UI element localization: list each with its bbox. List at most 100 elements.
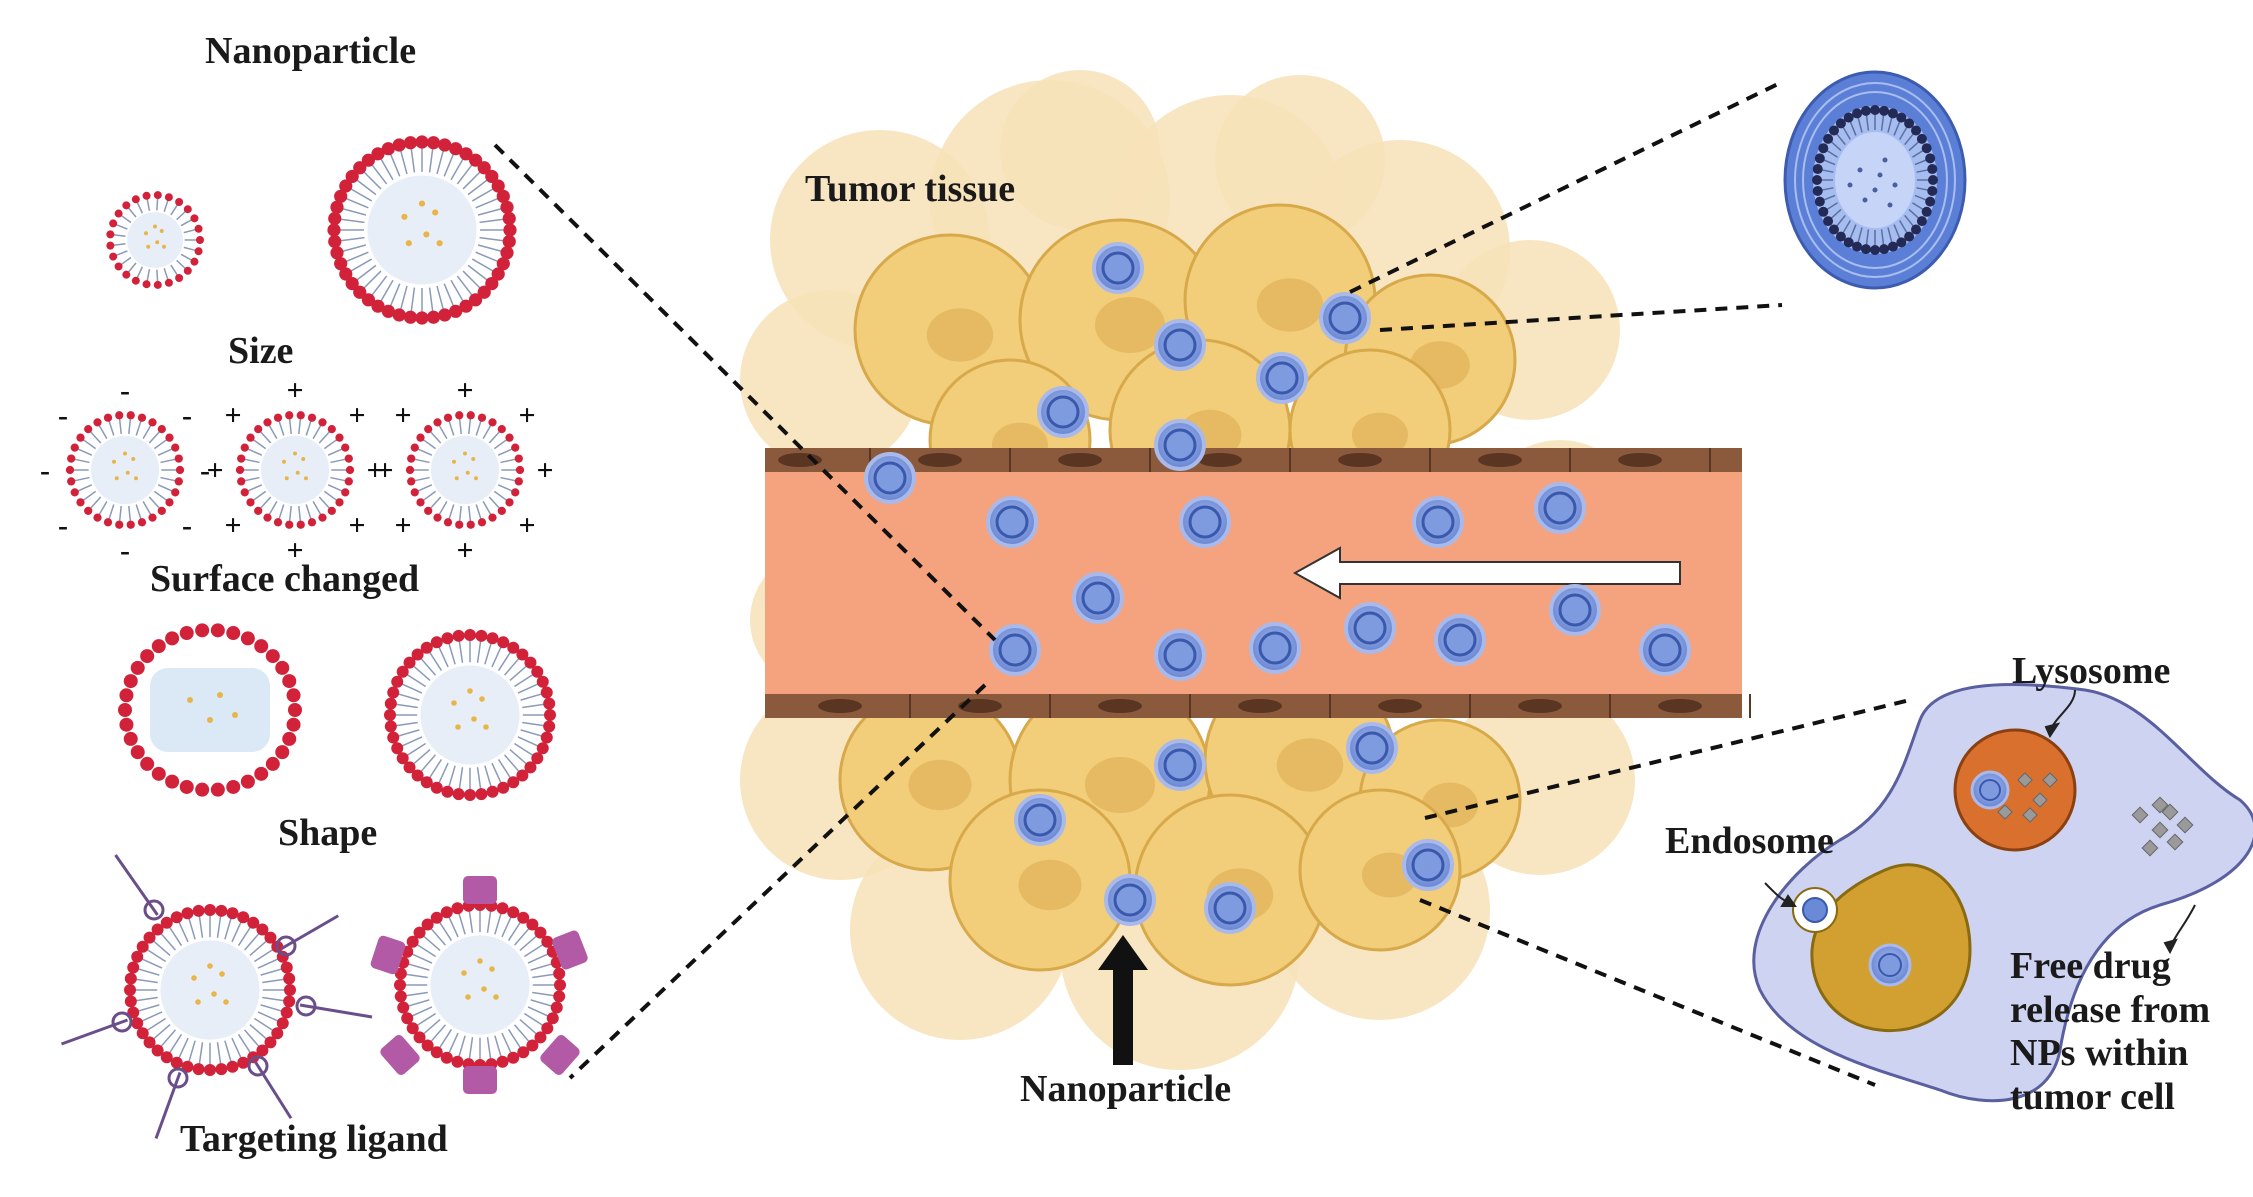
micelle-bead	[1843, 112, 1854, 123]
micelle-bead	[1921, 143, 1932, 154]
micelle-bead	[1818, 143, 1829, 154]
micelle-bead	[1812, 185, 1823, 196]
nanoparticle-properties: --------++++++++++++++++	[40, 135, 588, 1140]
blood-flow-arrow	[1292, 546, 1681, 600]
connector-lines	[493, 80, 1911, 1087]
charge-sign: +	[286, 374, 303, 407]
tumor-tissue-label: Tumor tissue	[805, 168, 1016, 210]
endothelial-cell	[1658, 699, 1702, 713]
drug-release-line: tumor cell	[2010, 1076, 2175, 1119]
nanoparticle-core	[1543, 491, 1577, 525]
endothelial-cell	[818, 699, 862, 713]
charge-sign: +	[206, 454, 223, 487]
micelle-zoom	[1783, 70, 1967, 290]
endothelial-cell	[1198, 453, 1242, 467]
liposome	[65, 411, 185, 529]
nanoparticle-title: Nanoparticle	[205, 30, 417, 72]
drug-release-line: Free drug	[2010, 945, 2171, 987]
nanoparticle-core	[1163, 428, 1197, 462]
micelle-bead	[1925, 153, 1936, 164]
charge-sign: +	[286, 534, 303, 567]
drug-molecule	[2032, 792, 2048, 808]
charge-sign: -	[120, 374, 130, 407]
nanoparticle-core	[1353, 611, 1387, 645]
lysosome	[1953, 728, 2077, 852]
charge-sign: +	[394, 509, 411, 542]
micelle-bead	[1860, 244, 1871, 255]
nanoparticle-core	[1101, 251, 1135, 285]
ligand	[540, 1035, 580, 1075]
nanoparticle-core	[1163, 328, 1197, 362]
nanoparticle-core	[1113, 883, 1147, 917]
nanoparticle-core	[1411, 848, 1445, 882]
liposome	[106, 191, 204, 289]
cell-nucleus	[1085, 757, 1155, 813]
shape-label: Shape	[278, 812, 378, 854]
endothelial-cell	[1338, 453, 1382, 467]
cell-nucleus	[1276, 738, 1344, 792]
nanoparticle-core	[1443, 623, 1477, 657]
micelle-bead	[1928, 175, 1938, 185]
charge-sign: +	[456, 534, 473, 567]
liposome	[384, 629, 556, 801]
charge-sign: -	[40, 454, 50, 487]
micelle-bead	[1887, 241, 1898, 252]
nanoparticle-core	[995, 505, 1029, 539]
cell-nucleus	[1352, 412, 1408, 458]
nanoparticle-core	[1046, 395, 1080, 429]
cell-nucleus	[1018, 859, 1082, 911]
micelle-bead	[1916, 133, 1927, 144]
tumor-cell-zoom	[1752, 682, 2253, 1103]
micelle-bead	[1879, 244, 1890, 255]
charge-sign: +	[348, 509, 365, 542]
charge-sign: +	[376, 454, 393, 487]
charge-sign: +	[536, 454, 553, 487]
micelle-bead	[1896, 237, 1907, 248]
micelle-bead	[1927, 164, 1938, 175]
liposome	[394, 899, 566, 1071]
nanoparticle-core	[1421, 505, 1455, 539]
drug-molecule	[2042, 772, 2058, 788]
micelle-bead	[1823, 216, 1834, 227]
drug-release-label: Free drug release from NPs within tumor …	[2010, 945, 2210, 1120]
micelle-bead	[1835, 118, 1846, 129]
liposome	[124, 904, 296, 1076]
charge-sign: +	[224, 509, 241, 542]
drug-molecule	[2151, 796, 2169, 814]
ligand	[114, 854, 159, 916]
charge-sign: +	[394, 399, 411, 432]
ligand	[370, 935, 406, 975]
micelle-bead	[1814, 153, 1825, 164]
endothelial-cell	[1098, 699, 1142, 713]
ligand	[60, 1018, 129, 1046]
micelle-bead	[1843, 237, 1854, 248]
charge-sign: +	[366, 454, 383, 487]
liposome-rod	[118, 623, 302, 797]
ligand	[380, 1035, 420, 1075]
nanoparticle-core	[1188, 505, 1222, 539]
ligand	[462, 1065, 498, 1095]
nanoparticle-core	[873, 461, 907, 495]
cell-nucleus	[1256, 278, 1324, 332]
ligand	[280, 914, 340, 951]
nanoparticle-core	[1163, 638, 1197, 672]
nanoparticle-core	[1213, 891, 1247, 925]
nanoparticle-core	[998, 633, 1032, 667]
endosome-label: Endosome	[1665, 820, 1834, 862]
endothelial-cell	[1238, 699, 1282, 713]
charge-sign: +	[518, 399, 535, 432]
micelle-bead	[1814, 196, 1825, 207]
drug-molecule	[2151, 821, 2169, 839]
nanoparticle-core	[1265, 361, 1299, 395]
charge-sign: +	[224, 399, 241, 432]
micelle-bead	[1818, 206, 1829, 217]
nanoparticle-core	[1328, 301, 1362, 335]
micelle-bead	[1852, 108, 1863, 119]
micelle-bead	[1916, 216, 1927, 227]
charge-sign: -	[58, 399, 68, 432]
ligand	[552, 930, 588, 970]
endothelial-cell	[1478, 453, 1522, 467]
targeting-ligand-label: Targeting ligand	[180, 1118, 448, 1160]
